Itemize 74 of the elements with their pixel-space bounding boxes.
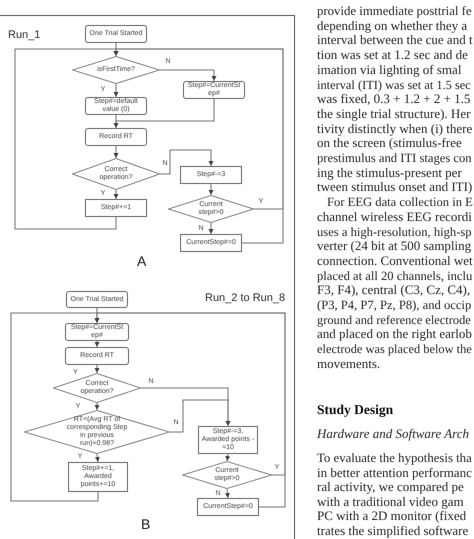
decision-diamond [72,56,160,84]
paragraph-line: provide immediate posttrial fe [317,4,472,18]
rounded-process-box [85,97,147,115]
decision-diamond [182,461,272,489]
paragraph-line: uses a high-resolution, high-sp [317,224,472,238]
flow-arrow [160,150,214,174]
flow-arrow [225,454,230,462]
paragraph-line: tivity distinctly when (i) there [317,122,472,136]
rounded-process-box [65,323,129,341]
paragraph-line: channel wireless EEG recordi [317,210,472,224]
run-title: Run_2 to Run_8 [205,292,286,305]
flow-arrow [94,454,100,462]
paragraph-line: PC with a 2D monitor (fixed [317,509,466,523]
paragraph-line: To evaluate the hypothesis tha [317,451,472,465]
paragraph-line: interval between the cue and t [317,33,473,48]
flow-arrow [14,48,118,230]
process-box [68,462,128,492]
paragraph-line: ral activity, we compared pe [317,480,464,494]
paragraph-line: ing the stimulus-present per [317,166,462,180]
decision-diamond [168,195,254,223]
process-box [197,498,259,516]
flow-arrow [10,312,100,502]
flow-arrow [114,48,284,244]
paragraph-line: was fixed, 0.3 + 1.2 + 2 + 1.5 [317,92,470,106]
flow-arrow [114,146,118,158]
paragraph-line: For EEG data collection in E [327,195,473,210]
subsection-heading: Hardware and Software Arch [317,427,470,441]
paragraph-line: with a traditional video gam [317,494,464,508]
paragraph-line: the single trial structure). Her [317,106,470,121]
flow-arrow [114,84,118,98]
paragraph-line: ground and reference electrode [317,312,471,327]
flow-arrow [94,402,100,410]
paragraph-line: prestimulus and ITI stages con [317,151,472,165]
paragraph-line: imation via lighting of smal [317,62,462,77]
paragraph-line: verter (24 bit at 500 sampling [317,239,472,254]
decision-diamond [24,410,170,454]
flow-arrow [224,488,230,498]
paragraph-line: on the screen (stimulus-free [317,136,462,150]
paragraph-line: F3, F4), central (C3, Cz, C4), [317,283,470,298]
paragraph-line: in better attention performanc [317,466,472,480]
flow-arrow [114,190,118,200]
paragraph-line: and placed on the right earlob [317,327,472,342]
flow-arrow [94,364,100,374]
rounded-process-box [66,291,128,308]
process-box [180,166,242,184]
section-heading: Study Design [317,402,394,418]
flow-arrow [170,400,230,432]
flow-arrow [208,222,214,234]
panel-letter: A [137,253,146,269]
paragraph-line: placed at all 20 channels, inclu [317,268,472,283]
rounded-process-box [85,25,147,43]
rounded-process-box [65,347,129,365]
flow-arrow [114,98,214,128]
paragraph-line: interval (ITI) was set at 1.5 sec [317,78,471,92]
process-box [180,234,242,252]
paragraph-line: trates the simplified software [317,524,468,538]
paragraph-line: (P3, P4, P7, Pz, P8), and occip [317,298,472,312]
rounded-process-box [183,81,245,99]
rounded-process-box [85,128,147,146]
decision-diamond [53,373,141,403]
paragraph-line: tween stimulus onset and ITI) [317,180,472,194]
panel-letter: B [141,516,150,532]
decision-diamond [72,158,160,190]
paragraph-line: electrode was placed below the [317,342,472,356]
process-box [85,199,147,217]
paragraph-line: tion was set at 1.2 sec and de [317,48,468,62]
paragraph-line: movements. [317,356,380,371]
flow-arrow [94,340,100,348]
paragraph-line: connection. Conventional wet [317,254,473,268]
paragraph-line: depending on whether they a [317,18,468,33]
flow-arrow [160,70,216,82]
flow-arrow [94,312,286,508]
flow-arrow [208,184,214,196]
run-title: Run_1 [8,29,40,42]
